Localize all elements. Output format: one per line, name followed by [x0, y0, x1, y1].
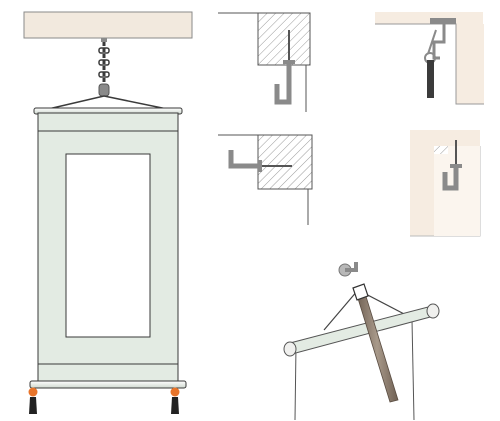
ceiling-hook-detail-figure: [218, 12, 311, 112]
pole-lift-detail-figure: [283, 262, 440, 421]
chain-icon: [98, 38, 110, 97]
wall-hook-detail-figure: [218, 134, 313, 225]
scroll-rod-icon: [283, 289, 440, 421]
scroll-bottom-rod-icon: [29, 380, 187, 389]
wall-screw-hook-icon: [228, 150, 292, 172]
scroll-artwork-window: [65, 153, 151, 338]
tassel-icon: [28, 387, 38, 414]
molding-icon: [375, 12, 483, 24]
molding-icon: [410, 130, 480, 146]
screw-hook-icon: [274, 30, 295, 105]
molding-clip-detail-figure: [375, 12, 484, 105]
molding-hatch: [434, 146, 448, 154]
wall-hook-icon: [338, 262, 358, 277]
hanging-scroll-figure: [23, 11, 193, 414]
hatched-wall-icon: [257, 134, 313, 190]
clip-hanger-icon: [424, 24, 446, 64]
hanging-pole-icon: [352, 283, 399, 403]
hatched-ceiling-icon: [257, 12, 311, 66]
screw-hook-icon: [442, 140, 462, 191]
rail-plate: [430, 18, 456, 24]
ceiling-icon: [23, 11, 193, 39]
hook-bar-icon: [427, 60, 434, 98]
tassel-icon: [170, 387, 180, 414]
molding-screw-hook-detail-figure: [410, 130, 481, 237]
